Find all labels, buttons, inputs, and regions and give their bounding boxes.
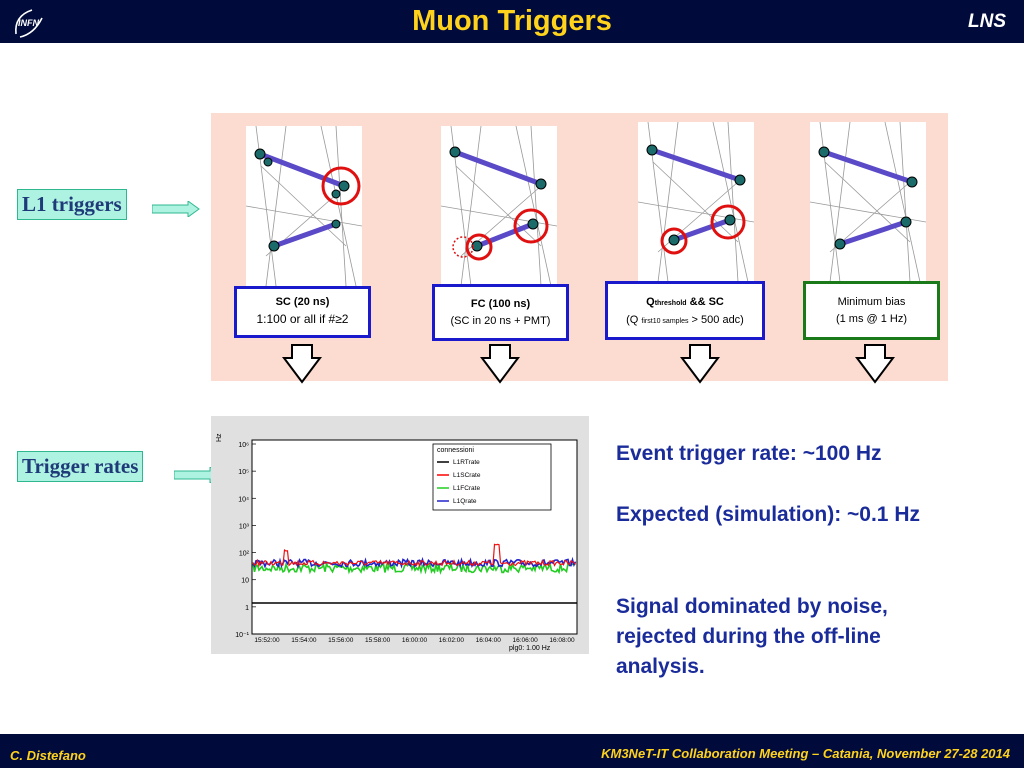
x-tick-label: 15:52:00 [254, 637, 280, 644]
trigger-q-desc: (Q first10 samples > 500 adc) [626, 314, 744, 326]
detector-diagram-sc [246, 126, 362, 286]
trigger-sc-desc: 1:100 or all if #≥2 [256, 312, 349, 326]
down-arrow-icon [680, 344, 720, 384]
trigger-box-q: Qthreshold && SC (Q first10 samples > 50… [605, 281, 765, 340]
x-tick-label: 15:56:00 [328, 637, 354, 644]
header-bar: INFN Muon Triggers LNS [0, 0, 1024, 43]
detector-diagram-fc [441, 126, 557, 286]
x-tick-label: 16:06:00 [512, 637, 538, 644]
footer-bar: C. Distefano KM3NeT-IT Collaboration Mee… [0, 734, 1024, 768]
signal-text-1: Signal dominated by noise, [616, 595, 888, 618]
author-name: C. Distefano [10, 748, 86, 763]
detector-diagram-mb [810, 122, 926, 282]
expected-rate-text: Expected (simulation): ~0.1 Hz [616, 503, 920, 526]
legend-label: L1SCrate [453, 472, 481, 479]
legend-title: connessioni [437, 447, 474, 454]
l1fc-rate-trace [252, 560, 576, 575]
event-rate-text: Event trigger rate: ~100 Hz [616, 442, 882, 465]
signal-text-3: analysis. [616, 655, 705, 678]
x-tick-label: 16:00:00 [402, 637, 428, 644]
legend-label: L1Qrate [453, 498, 477, 505]
trigger-fc-title: FC (100 ns) [470, 298, 531, 310]
trigger-mb-title: Minimum bias [837, 296, 906, 308]
x-tick-label: 15:58:00 [365, 637, 391, 644]
right-arrow-icon [152, 201, 200, 217]
trigger-box-sc: SC (20 ns) 1:100 or all if #≥2 [234, 286, 371, 338]
y-tick-label: 10⁻¹ [235, 632, 249, 639]
legend-label: L1RTrate [453, 459, 480, 466]
signal-text-2: rejected during the off-line [616, 625, 881, 648]
down-arrow-icon [480, 344, 520, 384]
page-title: Muon Triggers [412, 5, 612, 37]
infn-logo: INFN [15, 9, 43, 38]
l1-triggers-label: L1 triggers [17, 189, 127, 220]
svg-text:INFN: INFN [18, 18, 39, 28]
down-arrow-icon [282, 344, 322, 384]
y-tick-label: 10² [239, 551, 250, 558]
down-arrow-icon [855, 344, 895, 384]
plot-footer: plg0: 1.00 Hz [509, 645, 551, 652]
meeting-info: KM3NeT-IT Collaboration Meeting – Catani… [601, 746, 1010, 761]
trigger-mb-desc: (1 ms @ 1 Hz) [835, 313, 908, 325]
x-tick-label: 16:04:00 [476, 637, 502, 644]
trigger-fc-desc: (SC in 20 ns + PMT) [450, 315, 551, 327]
trigger-sc-title: SC (20 ns) [275, 296, 330, 308]
x-tick-label: 15:54:00 [291, 637, 317, 644]
x-tick-label: 16:08:00 [549, 637, 575, 644]
lab-label: LNS [968, 11, 1006, 32]
trigger-rates-label: Trigger rates [17, 451, 144, 482]
trigger-rate-plot: Hz 10⁶ 10⁵ 10⁴ 10³ 10² 10 1 10⁻¹ 15:52:00 15:54:… [211, 416, 589, 654]
detector-diagram-q [638, 122, 754, 282]
y-axis-label: Hz [216, 433, 223, 442]
y-tick-label: 10³ [239, 523, 250, 530]
y-tick-label: 10⁴ [238, 496, 249, 503]
trigger-q-title: Qthreshold && SC [646, 296, 724, 308]
legend-label: L1FCrate [453, 485, 480, 492]
plot-legend: connessioni L1RTrateL1SCrateL1FCrateL1Qr… [432, 443, 552, 511]
y-tick-label: 10 [241, 578, 249, 585]
y-tick-label: 10⁶ [238, 442, 249, 449]
y-tick-label: 1 [245, 605, 249, 612]
x-tick-label: 16:02:00 [439, 637, 465, 644]
y-tick-label: 10⁵ [238, 469, 249, 476]
trigger-box-mb: Minimum bias (1 ms @ 1 Hz) [803, 281, 940, 340]
l1sc-rate-trace [252, 543, 576, 568]
trigger-box-fc: FC (100 ns) (SC in 20 ns + PMT) [432, 284, 569, 341]
